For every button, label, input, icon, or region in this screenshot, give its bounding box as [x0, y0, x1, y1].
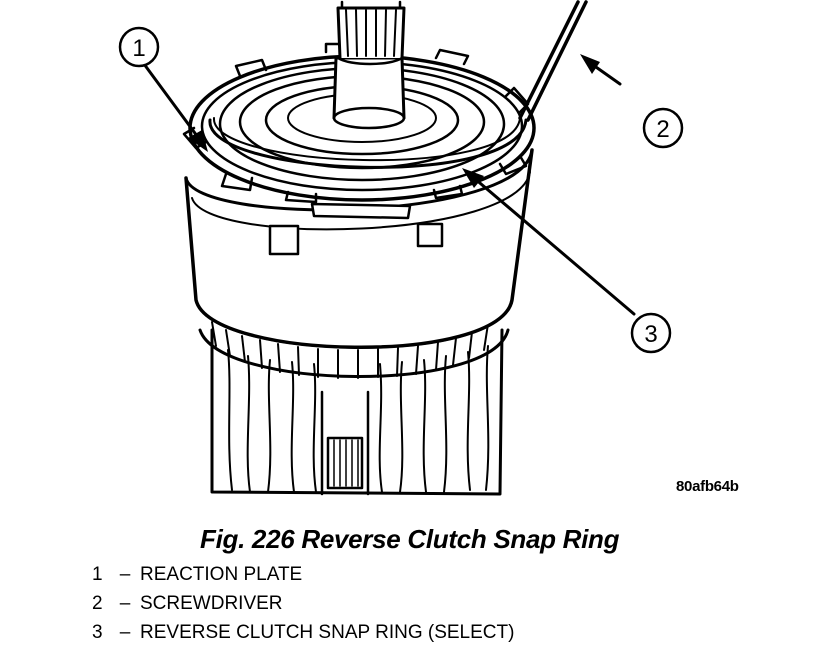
legend-list: 1–REACTION PLATE 2–SCREWDRIVER 3–REVERSE… — [92, 560, 514, 647]
clutch-drum — [184, 148, 534, 349]
figure-title: Fig. 226 Reverse Clutch Snap Ring — [200, 524, 620, 554]
clutch-illustration: 1 2 3 — [118, 0, 684, 496]
legend-label: SCREWDRIVER — [140, 593, 283, 614]
legend-item: 3–REVERSE CLUTCH SNAP RING (SELECT) — [92, 618, 514, 647]
input-shaft — [332, 0, 406, 130]
legend-item: 1–REACTION PLATE — [92, 560, 514, 589]
legend-number: 2 — [92, 593, 103, 614]
legend-separator: – — [119, 622, 131, 643]
legend-label: REVERSE CLUTCH SNAP RING (SELECT) — [140, 622, 515, 643]
callout-1: 1 — [132, 35, 145, 62]
legend-item: 2–SCREWDRIVER — [92, 589, 514, 618]
legend-label: REACTION PLATE — [140, 564, 303, 585]
legend-separator: – — [119, 564, 131, 585]
legend-number: 1 — [92, 564, 103, 585]
screwdriver — [518, 0, 588, 122]
snap-ring — [208, 117, 528, 169]
image-code: 80afb64b — [676, 478, 739, 495]
callout-2: 2 — [656, 116, 669, 143]
legend-number: 3 — [92, 622, 103, 643]
callout-circles — [118, 26, 684, 354]
callout-3: 3 — [644, 321, 657, 348]
legend-separator: – — [119, 593, 131, 614]
